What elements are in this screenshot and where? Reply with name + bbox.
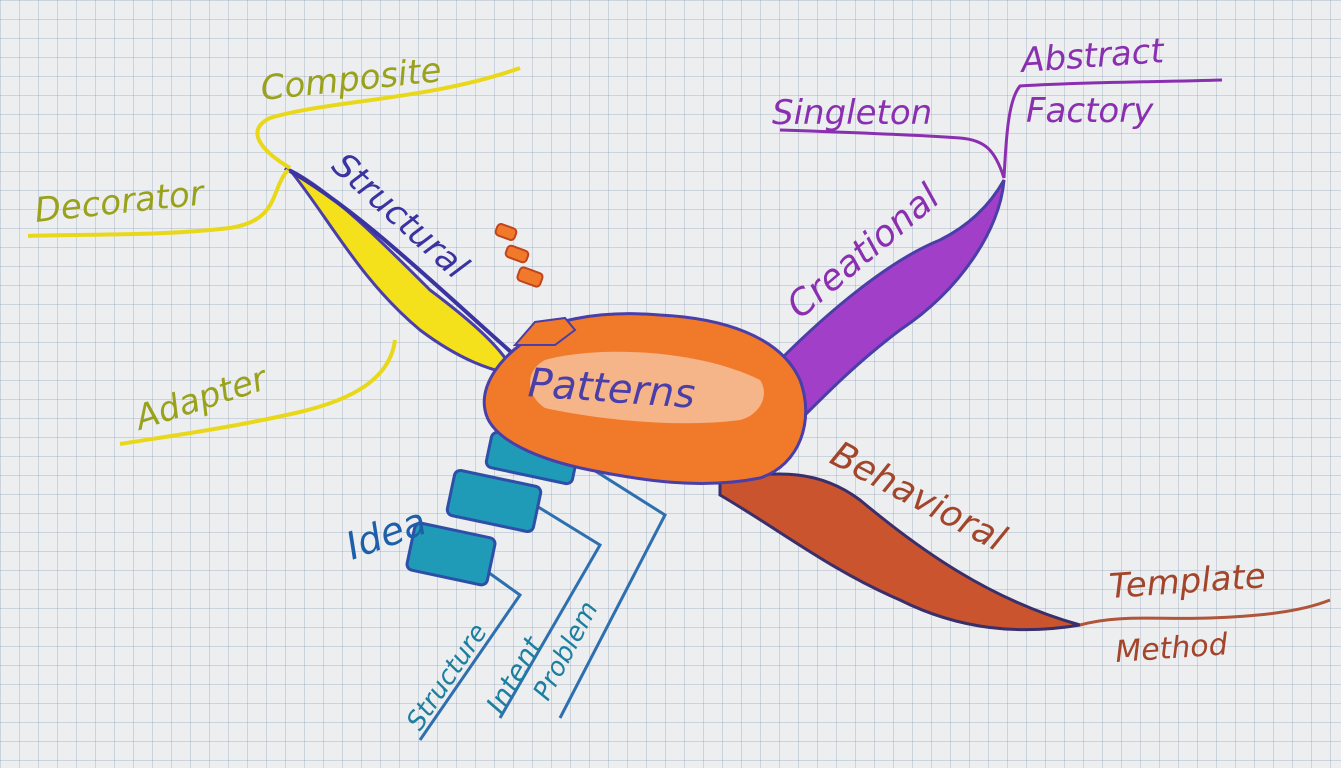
factory-label: Factory: [1026, 91, 1154, 131]
template-label: Template: [1108, 556, 1267, 607]
structural-branch-edge: [284, 166, 522, 362]
central-node-highlight: [530, 351, 764, 424]
central-node-tab: [512, 316, 577, 346]
adapter-link: [119, 339, 397, 446]
orange-dash-1: [494, 223, 518, 241]
structure-label: Structure: [401, 618, 494, 736]
adapter-label: Adapter: [129, 358, 274, 439]
decorator-link: [27, 168, 290, 238]
decorator-label: Decorator: [33, 173, 208, 231]
idea-box-structure: [405, 521, 497, 587]
singleton-label: Singleton: [772, 93, 932, 133]
composite-label: Composite: [259, 50, 444, 109]
composite-link: [255, 66, 521, 170]
singleton-link: [779, 128, 1006, 179]
idea-link-2: [498, 503, 603, 719]
abstract-label: Abstract: [1018, 31, 1167, 81]
idea-box-intent: [445, 468, 543, 534]
orange-dash-3: [516, 266, 544, 288]
method-label: Method: [1114, 627, 1230, 670]
abstract-factory-link: [1002, 78, 1223, 179]
creational-branch-shape: [778, 179, 1006, 423]
idea-link-3: [418, 568, 523, 741]
template-method-link: [1079, 598, 1331, 627]
orange-dash-2: [504, 244, 530, 264]
idea-link-1: [558, 453, 667, 719]
